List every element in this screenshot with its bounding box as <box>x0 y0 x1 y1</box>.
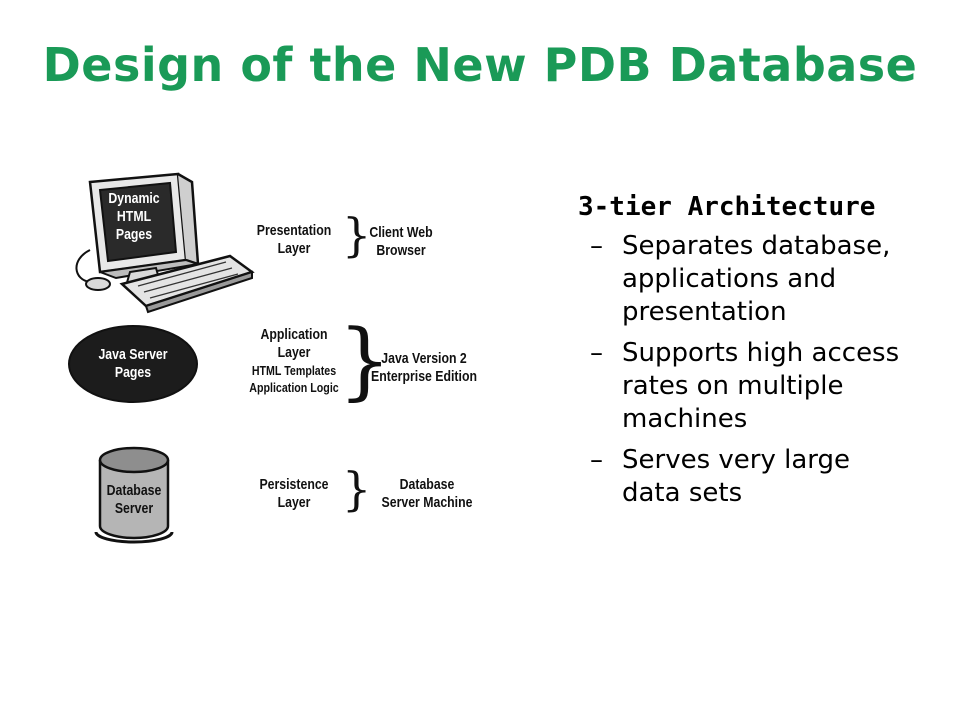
application-layer-label: Application Layer HTML Templates Applica… <box>249 326 339 395</box>
three-tier-diagram: Dynamic HTML Pages Java Server Pages Dat… <box>60 160 540 560</box>
jsp-label: Java Server Pages <box>98 346 168 381</box>
database-cylinder-icon <box>94 446 174 544</box>
java-ee-label: Java Version 2 Enterprise Edition <box>371 350 477 385</box>
bullet-text: Supports high access rates on multiple m… <box>622 338 900 434</box>
bullet-dash: – <box>590 231 603 261</box>
bullet-dash: – <box>590 338 603 368</box>
bullet-item: – Supports high access rates on multiple… <box>578 337 908 436</box>
bullet-item: – Separates database, applications and p… <box>578 230 908 329</box>
brace-presentation: } <box>342 208 372 262</box>
bullet-dash: – <box>590 445 603 475</box>
presentation-layer-label: Presentation Layer <box>256 222 332 257</box>
architecture-bullets: – Separates database, applications and p… <box>578 230 908 510</box>
architecture-heading: 3-tier Architecture <box>578 192 876 222</box>
db-label: Database Server <box>106 482 162 517</box>
bullet-text: Serves very large data sets <box>622 445 850 508</box>
persistence-layer-label: Persistence Layer <box>259 476 329 511</box>
bullet-item: – Serves very large data sets <box>578 444 908 510</box>
bullet-text: Separates database, applications and pre… <box>622 231 891 327</box>
java-server-pages-shape <box>68 325 198 403</box>
brace-application: } <box>338 311 392 409</box>
architecture-text-panel: 3-tier Architecture – Separates database… <box>578 192 908 518</box>
client-web-browser-label: Client Web Browser <box>369 224 433 259</box>
diagram-graphics <box>68 172 255 544</box>
slide-title: Design of the New PDB Database <box>42 38 918 92</box>
database-server-machine-label: Database Server Machine <box>381 476 473 511</box>
monitor-label: Dynamic HTML Pages <box>108 190 160 243</box>
computer-icon <box>75 172 255 314</box>
brace-persistence: } <box>342 462 372 516</box>
